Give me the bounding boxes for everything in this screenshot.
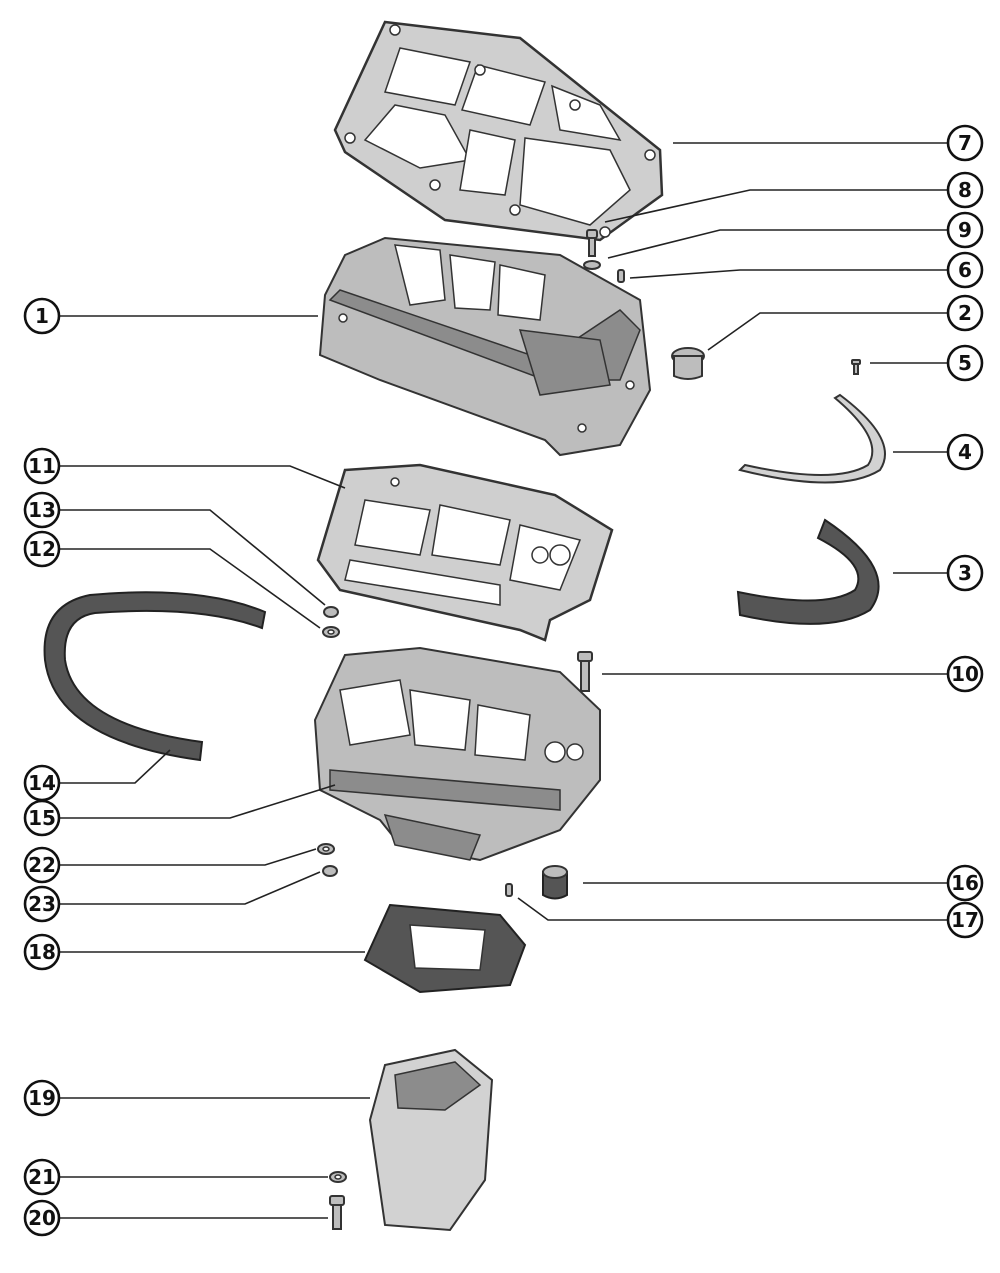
callout-11: 11 [23,447,61,485]
part-6-dowel-pin [617,269,625,283]
part-18-adapter-plate [363,903,527,994]
part-10-bolt [577,651,593,692]
callout-23: 23 [23,885,61,923]
part-4-seal-strip [738,393,886,484]
callout-label: 11 [28,454,56,478]
callout-label: 9 [958,218,972,242]
part-21-washer [329,1171,347,1183]
callout-label: 1 [35,304,49,328]
callout-label: 12 [28,537,56,561]
callout-label: 17 [951,908,979,932]
callout-8: 8 [946,171,984,209]
callout-15: 15 [23,799,61,837]
part-16-bushing [542,865,568,900]
callout-3: 3 [946,554,984,592]
callout-label: 21 [28,1165,56,1189]
part-22-washer [317,843,335,855]
part-3-curved-seal [736,518,880,625]
callout-label: 20 [28,1206,56,1230]
callout-7: 7 [946,124,984,162]
part-23-nut [322,865,338,877]
callout-label: 10 [951,662,979,686]
callout-label: 4 [958,440,972,464]
callout-22: 22 [23,846,61,884]
callout-label: 23 [28,892,56,916]
callout-1: 1 [23,297,61,335]
part-9-washer [583,260,601,270]
callout-label: 16 [951,871,979,895]
callout-10: 10 [946,655,984,693]
part-14-long-seal [43,591,267,762]
part-11-middle-gasket [316,463,614,642]
callout-16: 16 [946,864,984,902]
part-1-upper-housing [318,236,652,457]
callout-18: 18 [23,933,61,971]
part-20-bolt [329,1195,345,1230]
callout-label: 3 [958,561,972,585]
leader-lines [60,142,948,1219]
callout-4: 4 [946,433,984,471]
callout-14: 14 [23,764,61,802]
part-2-bushing [671,347,705,380]
callout-17: 17 [946,901,984,939]
callout-label: 2 [958,301,972,325]
callout-label: 6 [958,258,972,282]
part-7-top-gasket [333,20,664,242]
callout-20: 20 [23,1199,61,1237]
part-8-screw [586,229,598,257]
callout-5: 5 [946,344,984,382]
callout-label: 14 [28,771,56,795]
callout-12: 12 [23,530,61,568]
callout-19: 19 [23,1079,61,1117]
part-12-washer [322,626,340,638]
callout-2: 2 [946,294,984,332]
part-13-nut [323,606,339,618]
part-15-lower-housing [313,646,601,862]
callout-label: 18 [28,940,56,964]
callout-9: 9 [946,211,984,249]
part-5-screw [851,359,861,375]
part-19-tapered-housing [368,1048,494,1232]
callout-label: 5 [958,351,972,375]
callout-13: 13 [23,491,61,529]
callout-label: 7 [958,131,972,155]
callout-label: 22 [28,853,56,877]
callout-label: 13 [28,498,56,522]
callout-label: 15 [28,806,56,830]
callout-6: 6 [946,251,984,289]
part-17-pin [505,883,513,897]
callout-label: 8 [958,178,972,202]
callout-21: 21 [23,1158,61,1196]
callout-label: 19 [28,1086,56,1110]
